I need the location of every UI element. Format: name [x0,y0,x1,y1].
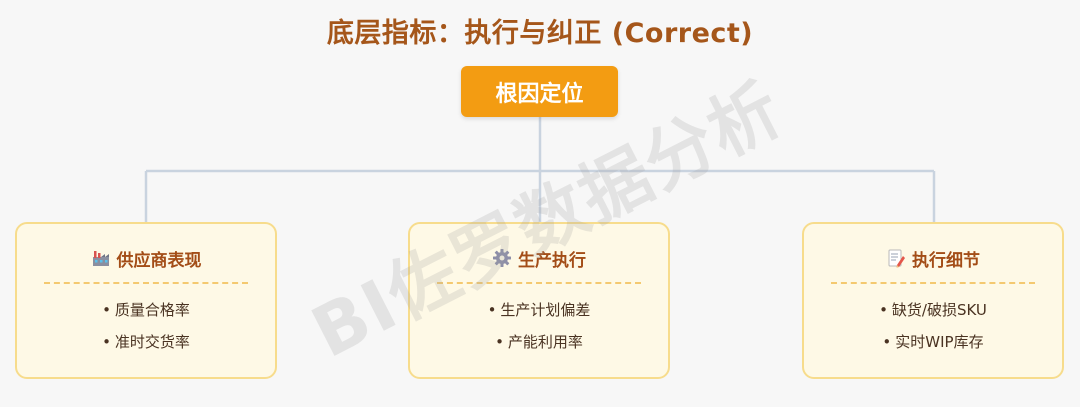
page-title: 底层指标：执行与纠正 (Correct) [326,18,754,49]
list-item-label: 产能利用率 [507,333,583,351]
card-item-list: •质量合格率 •准时交货率 [17,300,275,364]
list-item: •产能利用率 [410,332,668,364]
list-item: •准时交货率 [17,332,275,364]
list-item: •实时WIP库存 [804,332,1062,364]
card-title: 执行细节 [912,250,980,271]
card-production-execution: 生产执行 •生产计划偏差 •产能利用率 [408,222,670,379]
card-divider [44,282,248,284]
card-header: 供应商表现 [17,246,275,271]
list-item: •缺货/破损SKU [804,300,1062,332]
bullet: • [102,333,111,351]
list-item-label: 缺货/破损SKU [891,301,987,319]
list-item: •生产计划偏差 [410,300,668,332]
card-header: 执行细节 [804,246,1062,271]
root-node-label: 根因定位 [495,81,584,107]
bullet: • [879,301,888,319]
memo-icon [886,248,906,268]
card-header: 生产执行 [410,246,668,271]
bullet: • [495,333,504,351]
list-item: •质量合格率 [17,300,275,332]
card-title: 生产执行 [518,250,586,271]
card-item-list: •生产计划偏差 •产能利用率 [410,300,668,364]
factory-icon [91,248,111,268]
card-supplier-performance: 供应商表现 •质量合格率 •准时交货率 [15,222,277,379]
list-item-label: 准时交货率 [114,333,190,351]
card-divider [831,282,1035,284]
root-node: 根因定位 [461,66,618,117]
list-item-label: 生产计划偏差 [500,301,591,319]
gear-icon [492,248,512,268]
card-divider [437,282,641,284]
list-item-label: 实时WIP库存 [895,333,984,351]
card-execution-details: 执行细节 •缺货/破损SKU •实时WIP库存 [802,222,1064,379]
bullet: • [487,301,497,319]
bullet: • [102,301,111,319]
list-item-label: 质量合格率 [114,301,190,319]
card-item-list: •缺货/破损SKU •实时WIP库存 [804,300,1062,364]
card-title: 供应商表现 [116,250,202,271]
bullet: • [882,333,892,351]
